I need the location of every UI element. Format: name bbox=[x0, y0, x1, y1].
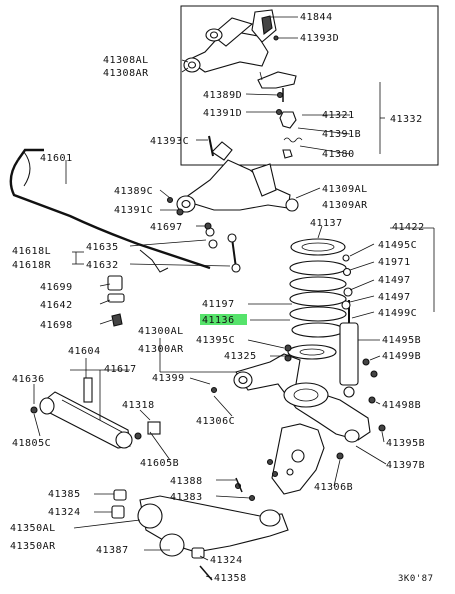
lower-control-arm-drawing bbox=[210, 344, 386, 443]
upper-arm-assembly-drawing bbox=[183, 9, 303, 159]
label-41498b: 41498B bbox=[382, 400, 421, 411]
label-41698: 41698 bbox=[40, 320, 73, 331]
label-41300ar: 41300AR bbox=[138, 344, 184, 355]
label-41385: 41385 bbox=[48, 489, 81, 500]
label-41387: 41387 bbox=[96, 545, 129, 556]
label-41636: 41636 bbox=[12, 374, 45, 385]
label-41308ar: 41308AR bbox=[103, 68, 149, 79]
label-41635: 41635 bbox=[86, 242, 119, 253]
label-41197: 41197 bbox=[202, 299, 235, 310]
label-41604: 41604 bbox=[68, 346, 101, 357]
label-41321: 41321 bbox=[322, 110, 355, 121]
label-41350ar: 41350AR bbox=[10, 541, 56, 552]
label-41395c: 41395C bbox=[196, 335, 235, 346]
label-41697: 41697 bbox=[150, 222, 183, 233]
label-41617: 41617 bbox=[104, 364, 137, 375]
label-41391c: 41391C bbox=[114, 205, 153, 216]
label-41393c: 41393C bbox=[150, 136, 189, 147]
label-41309ar: 41309AR bbox=[322, 200, 368, 211]
label-41618r: 41618R bbox=[12, 260, 52, 271]
label-41325: 41325 bbox=[224, 351, 257, 362]
label-41389d: 41389D bbox=[203, 90, 242, 101]
label-41350al: 41350AL bbox=[10, 523, 56, 534]
part-labels: 41844 41393D 41308AL 41308AR 41389D 4139… bbox=[10, 12, 434, 584]
label-41397b: 41397B bbox=[386, 460, 425, 471]
label-41497-upper: 41497 bbox=[378, 275, 411, 286]
label-41618l: 41618L bbox=[12, 246, 51, 257]
label-41393d: 41393D bbox=[300, 33, 339, 44]
label-41605b: 41605B bbox=[140, 458, 179, 469]
label-41844: 41844 bbox=[300, 12, 333, 23]
label-41422: 41422 bbox=[392, 222, 425, 233]
diagram-code: 3K0'87 bbox=[398, 574, 434, 584]
label-41300al: 41300AL bbox=[138, 326, 184, 337]
label-41136: 41136 bbox=[202, 315, 235, 326]
label-41632: 41632 bbox=[86, 260, 119, 271]
trailing-rod-drawing bbox=[30, 377, 161, 449]
label-41391d: 41391D bbox=[203, 108, 242, 119]
label-41805c: 41805C bbox=[12, 438, 51, 449]
label-41399: 41399 bbox=[152, 373, 185, 384]
coil-spring-drawing bbox=[287, 238, 347, 360]
label-41306b: 41306B bbox=[314, 482, 353, 493]
label-41391b: 41391B bbox=[322, 129, 361, 140]
lateral-rod-drawing bbox=[111, 477, 289, 581]
label-41383: 41383 bbox=[170, 492, 203, 503]
label-41306c: 41306C bbox=[196, 416, 235, 427]
label-41497-lower: 41497 bbox=[378, 292, 411, 303]
knuckle-drawing bbox=[266, 423, 344, 495]
upper-control-arm-drawing bbox=[166, 135, 299, 230]
upper-arm-inset-box bbox=[180, 5, 439, 166]
label-41499b: 41499B bbox=[382, 351, 421, 362]
shock-absorber-drawing bbox=[339, 254, 378, 398]
label-41358: 41358 bbox=[214, 573, 247, 584]
label-41324-upper: 41324 bbox=[48, 507, 81, 518]
label-41389c: 41389C bbox=[114, 186, 153, 197]
label-41395b: 41395B bbox=[386, 438, 425, 449]
label-41309al: 41309AL bbox=[322, 184, 368, 195]
label-41388: 41388 bbox=[170, 476, 203, 487]
stabilizer-bar-drawing bbox=[9, 148, 241, 327]
label-41699: 41699 bbox=[40, 282, 73, 293]
label-41495b: 41495B bbox=[382, 335, 421, 346]
label-41971: 41971 bbox=[378, 257, 411, 268]
label-41308al: 41308AL bbox=[103, 55, 149, 66]
label-41642: 41642 bbox=[40, 300, 73, 311]
label-41601: 41601 bbox=[40, 153, 73, 164]
label-41499c: 41499C bbox=[378, 308, 417, 319]
label-41324-lower: 41324 bbox=[210, 555, 243, 566]
part-highlight bbox=[200, 314, 247, 325]
label-41332: 41332 bbox=[390, 114, 423, 125]
label-41318: 41318 bbox=[122, 400, 155, 411]
label-41495c: 41495C bbox=[378, 240, 417, 251]
label-41137: 41137 bbox=[310, 218, 343, 229]
leader-lines bbox=[33, 16, 435, 579]
label-41380: 41380 bbox=[322, 149, 355, 160]
